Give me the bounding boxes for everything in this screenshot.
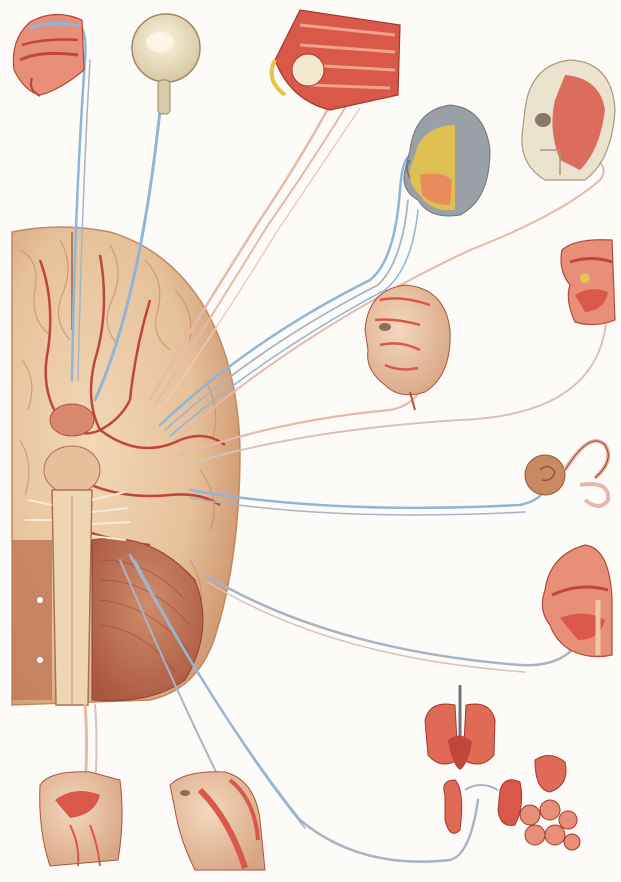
mouth-section [561,240,615,325]
oculomotor-nerve [150,105,330,400]
stomach [535,755,566,792]
pharynx-icon [542,545,612,657]
eyeball [132,14,200,114]
thoracic-abdominal-organs [425,685,580,850]
neck-muscles [170,772,265,870]
vagus-branch [465,785,498,790]
foramen-dot [37,657,43,663]
tongue-neck [40,772,122,866]
trochlear-nerve [155,108,345,405]
semicircular-canals [565,441,608,506]
mouth-icon [561,240,615,325]
eye-highlight [146,32,174,52]
tongue-icon [40,772,122,866]
glossopharyngeal-nerve-2 [208,582,525,672]
heart [448,735,472,770]
kidney [444,780,462,833]
neck-icon [170,772,265,870]
liver [498,780,522,826]
eye-muscles-icon [275,10,400,110]
intestines [520,800,580,850]
glossopharyngeal-nerve [205,575,585,665]
cerebellum-left [12,540,52,700]
face-muscles [365,285,450,410]
optic-nerve-stump [158,80,170,114]
pons [44,446,100,494]
brain-base [12,227,240,705]
inner-ear [525,441,608,506]
salivary-gland [580,273,590,283]
face-sensory [404,105,490,216]
orbit-muscles [272,10,400,110]
vestibulocochlear-nerve [190,480,548,508]
skull-masticator [522,60,615,180]
facial-muscles-icon [365,285,450,395]
orbit-eye [292,54,324,86]
eye-socket [535,113,551,127]
face-eye [379,323,391,331]
pharynx-section [542,545,612,657]
cochlea-icon [525,455,565,495]
nose-section [13,14,84,96]
neck-eye [180,790,190,796]
optic-chiasm [50,404,94,436]
foramen-dot [37,597,43,603]
